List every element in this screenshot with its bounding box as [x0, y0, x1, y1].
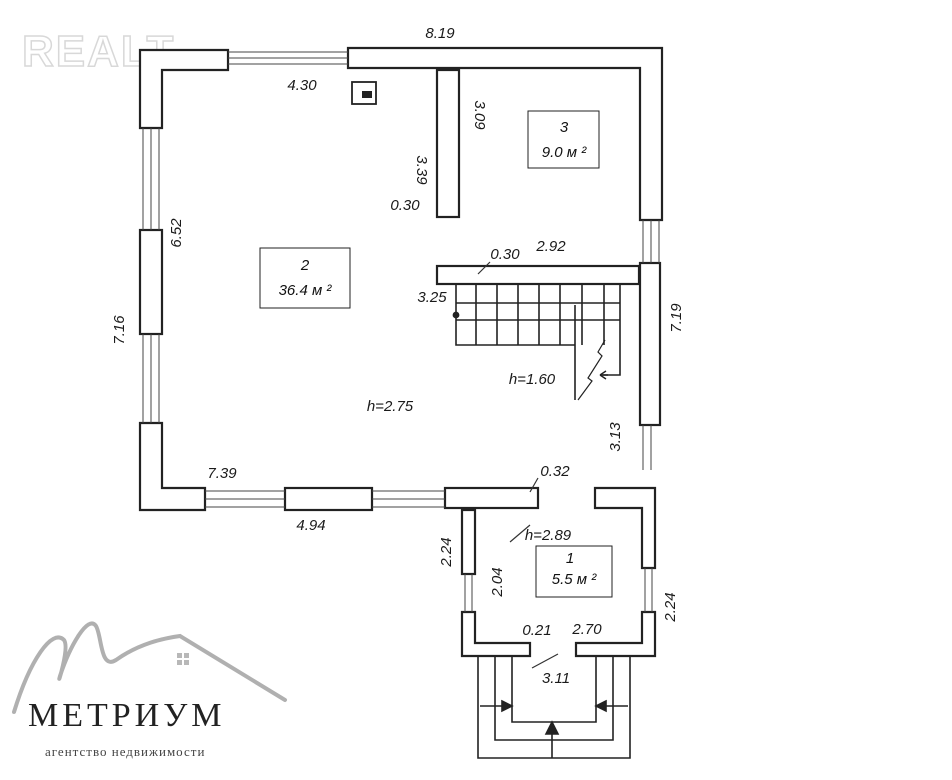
wall-bottom-right: [443, 486, 540, 510]
wall-top-left-corner: [138, 48, 230, 130]
stair-start-dot: [452, 311, 460, 319]
wall-vestibule-top-right: [593, 486, 657, 570]
room-area: 9.0 м ²: [542, 144, 587, 161]
dim-left-upper: 6.52: [168, 218, 185, 248]
height-stair: h=1.60: [509, 371, 556, 388]
dim-bottom-window: 4.94: [296, 517, 325, 534]
dim-left-total: 7.16: [111, 315, 128, 345]
dim-top-total: 8.19: [425, 25, 455, 42]
dim-partition-thickness: 0.30: [390, 197, 420, 214]
dim-right-lower: 3.13: [607, 422, 624, 452]
room-number: 2: [300, 257, 310, 274]
dim-vestibule-right: 2.24: [662, 592, 679, 622]
height-labels: h=2.75 h=1.60 h=2.89: [367, 371, 572, 544]
wall-vestibule-bottom-left: [460, 610, 532, 658]
dim-porch-width: 3.11: [542, 670, 570, 687]
windows: [142, 51, 660, 612]
wall-stair-landing: [435, 264, 641, 286]
wall-left-middle: [138, 228, 164, 336]
room-label-2: 2 36.4 м ²: [259, 247, 351, 309]
dim-partition-length: 3.39: [413, 155, 430, 185]
wall-partition: [435, 68, 461, 219]
room-number: 1: [566, 550, 574, 567]
wall-vestibule-bottom-right: [574, 610, 657, 658]
room-label-3: 3 9.0 м ²: [527, 110, 600, 169]
dim-vestibule-door-thick: 0.21: [522, 622, 551, 639]
dim-stair-thickness: 0.30: [490, 246, 520, 263]
room-number: 3: [560, 119, 569, 136]
dim-vestibule-left-inner: 2.04: [489, 567, 506, 597]
staircase: [452, 284, 621, 401]
dim-stair-width: 2.92: [535, 238, 566, 255]
dim-stair-left: 3.25: [417, 289, 447, 306]
room-area: 5.5 м ²: [552, 571, 597, 588]
logo-mark-icon: [12, 621, 287, 714]
dim-vestibule-door-width: 2.70: [571, 621, 602, 638]
metrium-logo: МЕТРИУМ агентство недвижимости: [12, 621, 287, 759]
room-label-1: 1 5.5 м ²: [535, 545, 613, 598]
leader-lines: [477, 261, 559, 669]
boiler-icon: [351, 81, 377, 105]
dim-bottom-right-small: 0.32: [540, 463, 570, 480]
porch: [477, 656, 631, 759]
logo-window-icon: [177, 653, 189, 665]
dim-vestibule-left-outer: 2.24: [438, 537, 455, 567]
dimension-labels: 8.19 4.30 3.39 3.09 0.30 6.52 7.16 0.30 …: [111, 25, 685, 687]
walls: [138, 46, 664, 658]
room-area: 36.4 м ²: [279, 282, 333, 299]
wall-vestibule-left: [460, 508, 477, 576]
wall-right: [638, 261, 662, 427]
dim-right-total: 7.19: [668, 303, 685, 333]
height-main: h=2.75: [367, 398, 414, 415]
height-vestibule: h=2.89: [525, 527, 572, 544]
wall-top-right: [346, 46, 664, 222]
logo-name: МЕТРИУМ: [28, 697, 226, 734]
wall-bottom-left-corner: [138, 421, 207, 512]
logo-tagline: агентство недвижимости: [45, 744, 205, 759]
dim-partition-height: 3.09: [471, 100, 488, 130]
dim-top-left-wall: 4.30: [287, 77, 317, 94]
wall-bottom-middle: [283, 486, 374, 512]
dim-bottom-left: 7.39: [207, 465, 237, 482]
